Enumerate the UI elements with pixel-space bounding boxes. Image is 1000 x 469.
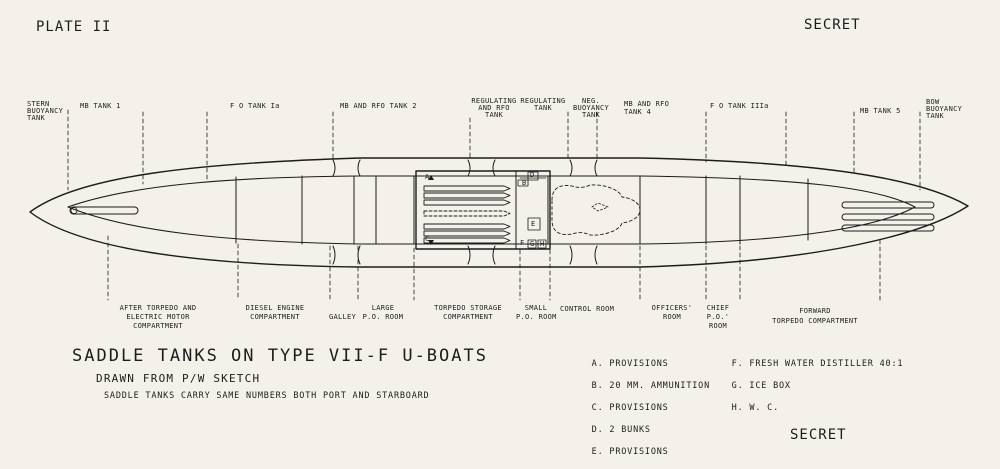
- label-mb-tank-5: MB TANK 5: [860, 107, 901, 115]
- stored-torpedoes: [423, 185, 511, 244]
- legend-left: A. PROVISIONS B. 20 MM. AMMUNITION C. PR…: [568, 348, 710, 469]
- label-mb-rfo-tank-2: MB AND RFO TANK 2: [340, 102, 417, 110]
- mark-e: E: [531, 220, 536, 228]
- torpedo-storage-box: [415, 170, 551, 250]
- mark-f: F: [520, 239, 525, 247]
- label-officers-room: OFFICERS'ROOM: [651, 304, 693, 321]
- secret-stamp-bottom: SECRET: [790, 427, 847, 443]
- legend-item: F. FRESH WATER DISTILLER 40:1: [731, 359, 904, 369]
- legend-item: B. 20 MM. AMMUNITION: [591, 381, 711, 391]
- label-control-room: CONTROL ROOM: [560, 305, 615, 313]
- label-mb-tank-1: MB TANK 1: [80, 102, 121, 110]
- plate-number: PLATE II: [36, 19, 112, 35]
- top-leader-lines: [67, 109, 921, 191]
- bottom-leader-lines: [107, 235, 881, 301]
- stern-torpedo-tube: [69, 206, 139, 215]
- secret-stamp-top: SECRET: [804, 17, 861, 33]
- label-galley: GALLEY: [329, 313, 357, 321]
- legend-item: G. ICE BOX: [731, 381, 791, 391]
- legend-right: F. FRESH WATER DISTILLER 40:1 G. ICE BOX…: [708, 348, 903, 425]
- diagram-note: SADDLE TANKS CARRY SAME NUMBERS BOTH POR…: [104, 391, 430, 401]
- mark-b: B: [522, 179, 527, 187]
- mark-a: A: [425, 173, 430, 181]
- diagram-subtitle: DRAWN FROM P/W SKETCH: [96, 372, 261, 385]
- label-fo-tank-1a: F O TANK Ia: [230, 102, 280, 110]
- mark-c: C: [425, 235, 430, 243]
- legend-item: C. PROVISIONS: [591, 403, 669, 413]
- legend-item: D. 2 BUNKS: [591, 425, 651, 435]
- diagram-title: SADDLE TANKS ON TYPE VII-F U-BOATS: [72, 346, 488, 366]
- hull-outline: [29, 157, 969, 268]
- tank-bulges-top: [332, 159, 598, 177]
- control-room-outline: [551, 184, 641, 236]
- mark-h: H: [540, 240, 545, 248]
- bow-torpedo-tubes: [841, 201, 935, 232]
- label-fo-tank-3a: F O TANK IIIa: [710, 102, 769, 110]
- legend-item: E. PROVISIONS: [591, 447, 669, 457]
- legend-item: H. W. C.: [731, 403, 780, 413]
- mark-d: D: [530, 171, 535, 179]
- legend-item: A. PROVISIONS: [591, 359, 669, 369]
- saddle-tank-line: [67, 175, 916, 245]
- mark-g: G: [530, 240, 535, 248]
